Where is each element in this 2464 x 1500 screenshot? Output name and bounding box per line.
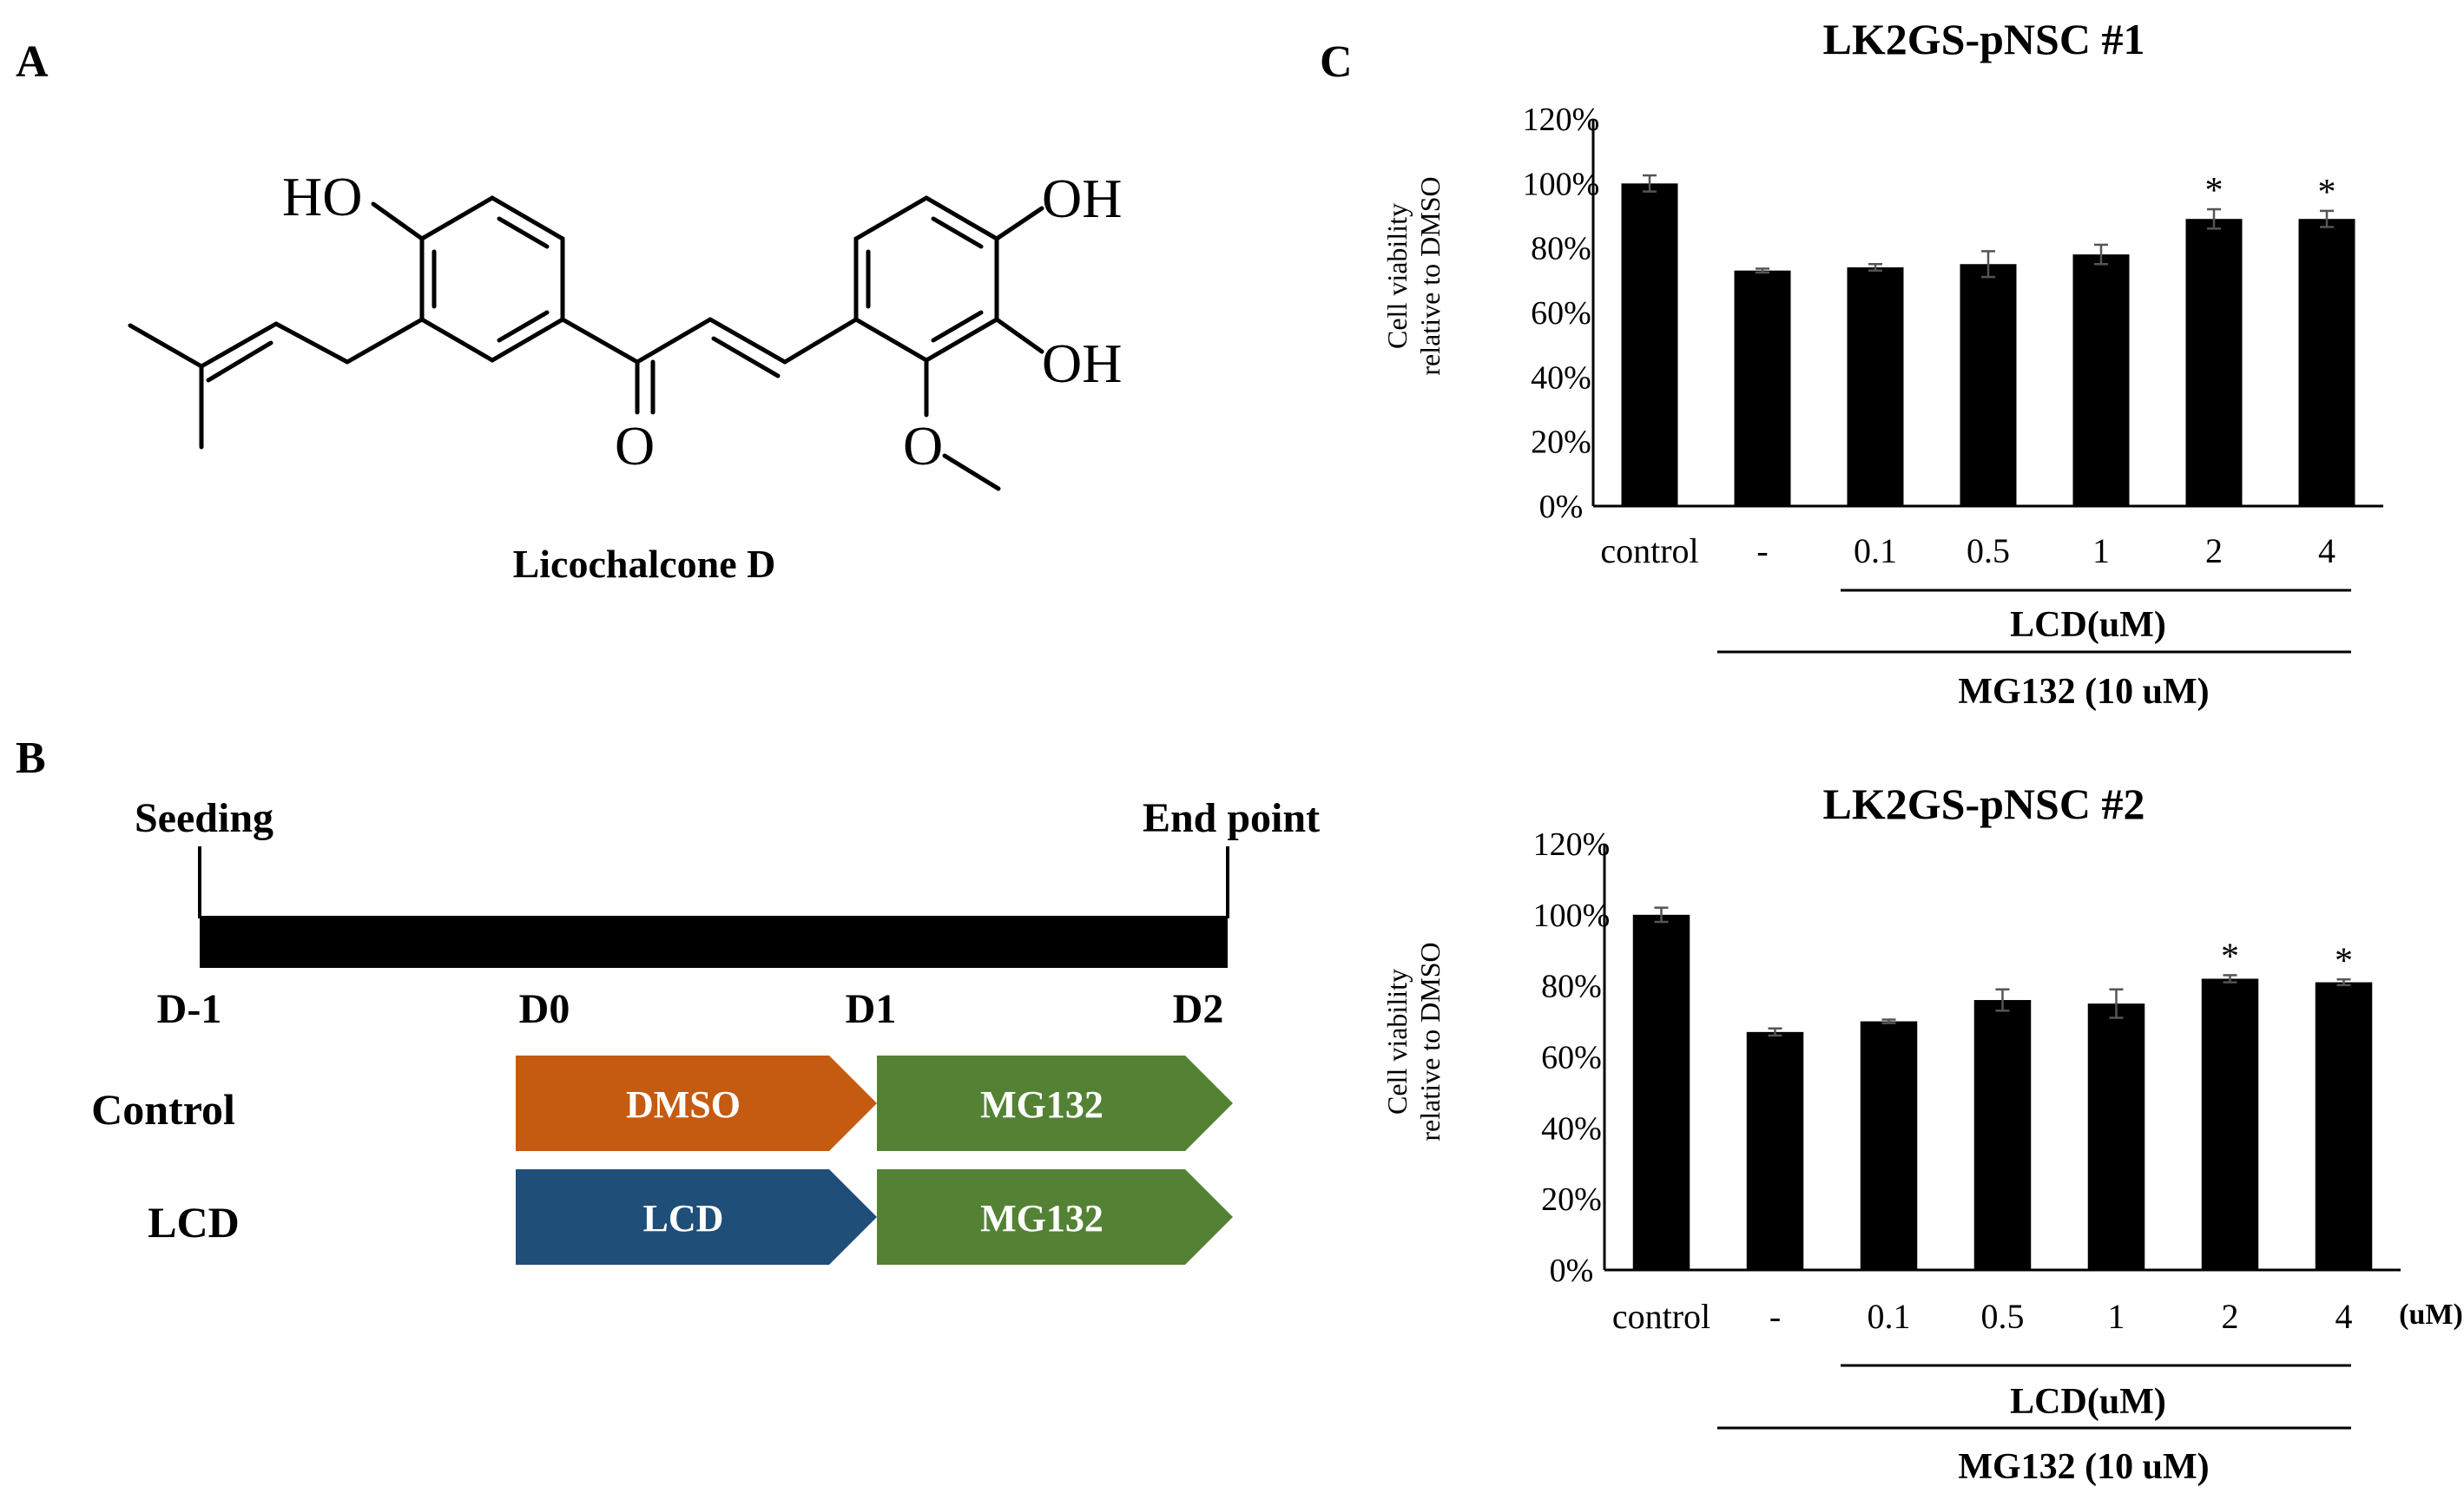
bar: [1960, 264, 2017, 506]
bar: [2087, 1003, 2145, 1270]
licochalcone-d-structure: [128, 195, 1044, 491]
chart-2-ylabel: Cell viability: [1381, 969, 1413, 1115]
x-tick-label: 4: [2336, 1297, 2353, 1336]
x-tick-label: 2: [2222, 1297, 2239, 1336]
step-arrow-lcd: [516, 1169, 877, 1265]
x-tick-label: -: [1769, 1297, 1781, 1336]
row-label-lcd: LCD: [148, 1198, 240, 1247]
x-tick-label: -: [1756, 531, 1768, 570]
x-tick-label: control: [1600, 531, 1698, 570]
y-tick-label: 20%: [1541, 1181, 1602, 1218]
y-tick-label: 0%: [1539, 489, 1584, 525]
ether-o-label: O: [903, 415, 943, 477]
y-tick-label: 80%: [1541, 969, 1602, 1005]
bar: [2298, 219, 2355, 506]
day-labels: D-1 D0 D1 D2: [157, 986, 1224, 1032]
bracket-mg132-label: MG132 (10 uM): [1958, 1447, 2209, 1487]
step-arrow-mg132: [877, 1169, 1233, 1265]
y-tick-label: 60%: [1541, 1040, 1602, 1076]
y-tick-label: 20%: [1531, 424, 1591, 461]
oh-bottom-label: OH: [1042, 332, 1122, 394]
x-tick-label: 0.5: [1967, 531, 2010, 570]
bracket-mg132-label: MG132 (10 uM): [1958, 672, 2209, 712]
chart-2-title: LK2GS-pNSC #2: [1823, 780, 2145, 828]
x-tick-label: 0.1: [1868, 1297, 1911, 1336]
bar: [2315, 982, 2373, 1270]
bar: [1632, 914, 1690, 1270]
step-label-lcd: LCD: [643, 1197, 724, 1240]
endpoint-label: End point: [1143, 795, 1320, 841]
x-tick-label: 4: [2318, 531, 2336, 570]
carbonyl-o-label: O: [615, 415, 655, 477]
x-tick-label: 0.5: [1981, 1297, 2025, 1336]
day-label: D0: [519, 986, 570, 1032]
significance-mark: *: [2335, 941, 2353, 981]
step-label-mg132: MG132: [980, 1197, 1104, 1240]
panel-c-letter: C: [1320, 37, 1353, 87]
x-tick-label: 0.1: [1854, 531, 1897, 570]
chart-1-brackets: LCD(uM) MG132 (10 uM): [1717, 589, 2351, 712]
bar: [1621, 183, 1678, 507]
x-tick-label: 1: [2092, 531, 2110, 570]
y-tick-label: 40%: [1541, 1110, 1602, 1147]
step-label-mg132: MG132: [980, 1083, 1104, 1126]
chart-2-brackets: LCD(uM) MG132 (10 uM): [1717, 1364, 2351, 1487]
chart-1-ylabel: Cell viability: [1381, 203, 1413, 349]
chart-2-ylabel: relative to DMSO: [1414, 942, 1446, 1141]
bar: [1847, 266, 1904, 506]
step-arrow-dmso: [516, 1056, 877, 1151]
y-tick-label: 60%: [1531, 295, 1591, 332]
x-tick-label: 1: [2108, 1297, 2125, 1336]
bracket-lcd-label: LCD(uM): [2010, 1382, 2166, 1422]
y-tick-label: 120%: [1523, 102, 1600, 138]
panel-b-letter: B: [16, 734, 46, 783]
bar: [2201, 978, 2259, 1270]
significance-mark: *: [2318, 173, 2336, 213]
bar: [1860, 1021, 1918, 1270]
y-tick-label: 100%: [1523, 166, 1600, 202]
chart-2: LK2GS-pNSC #2 Cell viability relative to…: [1381, 780, 2401, 1336]
chart-1-title: LK2GS-pNSC #1: [1823, 15, 2145, 63]
day-label: D-1: [157, 986, 222, 1032]
bar: [1973, 1000, 2032, 1270]
ho-label: HO: [282, 166, 362, 227]
y-tick-label: 0%: [1550, 1253, 1594, 1289]
timeline-bar: [200, 916, 1228, 968]
day-label: D2: [1173, 986, 1224, 1032]
bar: [2185, 219, 2243, 506]
y-tick-label: 40%: [1531, 359, 1591, 396]
bracket-lcd-label: LCD(uM): [2010, 605, 2166, 645]
day-label: D1: [846, 986, 897, 1032]
x-tick-label: control: [1612, 1297, 1710, 1336]
row-label-control: Control: [91, 1085, 235, 1134]
y-tick-label: 80%: [1531, 231, 1591, 267]
structure-atom-labels: HO OH OH O O: [282, 166, 1122, 477]
y-tick-label: 120%: [1533, 826, 1611, 863]
unit-note: (uM): [2399, 1299, 2463, 1331]
seeding-label: Seeding: [135, 795, 273, 841]
x-tick-label: 2: [2205, 531, 2223, 570]
significance-mark: *: [2221, 937, 2239, 977]
significance-mark: *: [2205, 171, 2224, 211]
bar: [1734, 270, 1791, 506]
panel-a-letter: A: [16, 37, 49, 87]
oh-top-label: OH: [1042, 168, 1122, 229]
chart-1-ylabel: relative to DMSO: [1414, 176, 1446, 375]
step-arrow-mg132: [877, 1056, 1233, 1151]
step-label-dmso: DMSO: [626, 1083, 741, 1126]
bar: [1746, 1031, 1804, 1270]
compound-name: Licochalcone D: [513, 542, 776, 586]
bar: [2072, 254, 2130, 506]
chart-1: LK2GS-pNSC #1 Cell viability relative to…: [1381, 15, 2383, 570]
y-tick-label: 100%: [1533, 898, 1611, 934]
